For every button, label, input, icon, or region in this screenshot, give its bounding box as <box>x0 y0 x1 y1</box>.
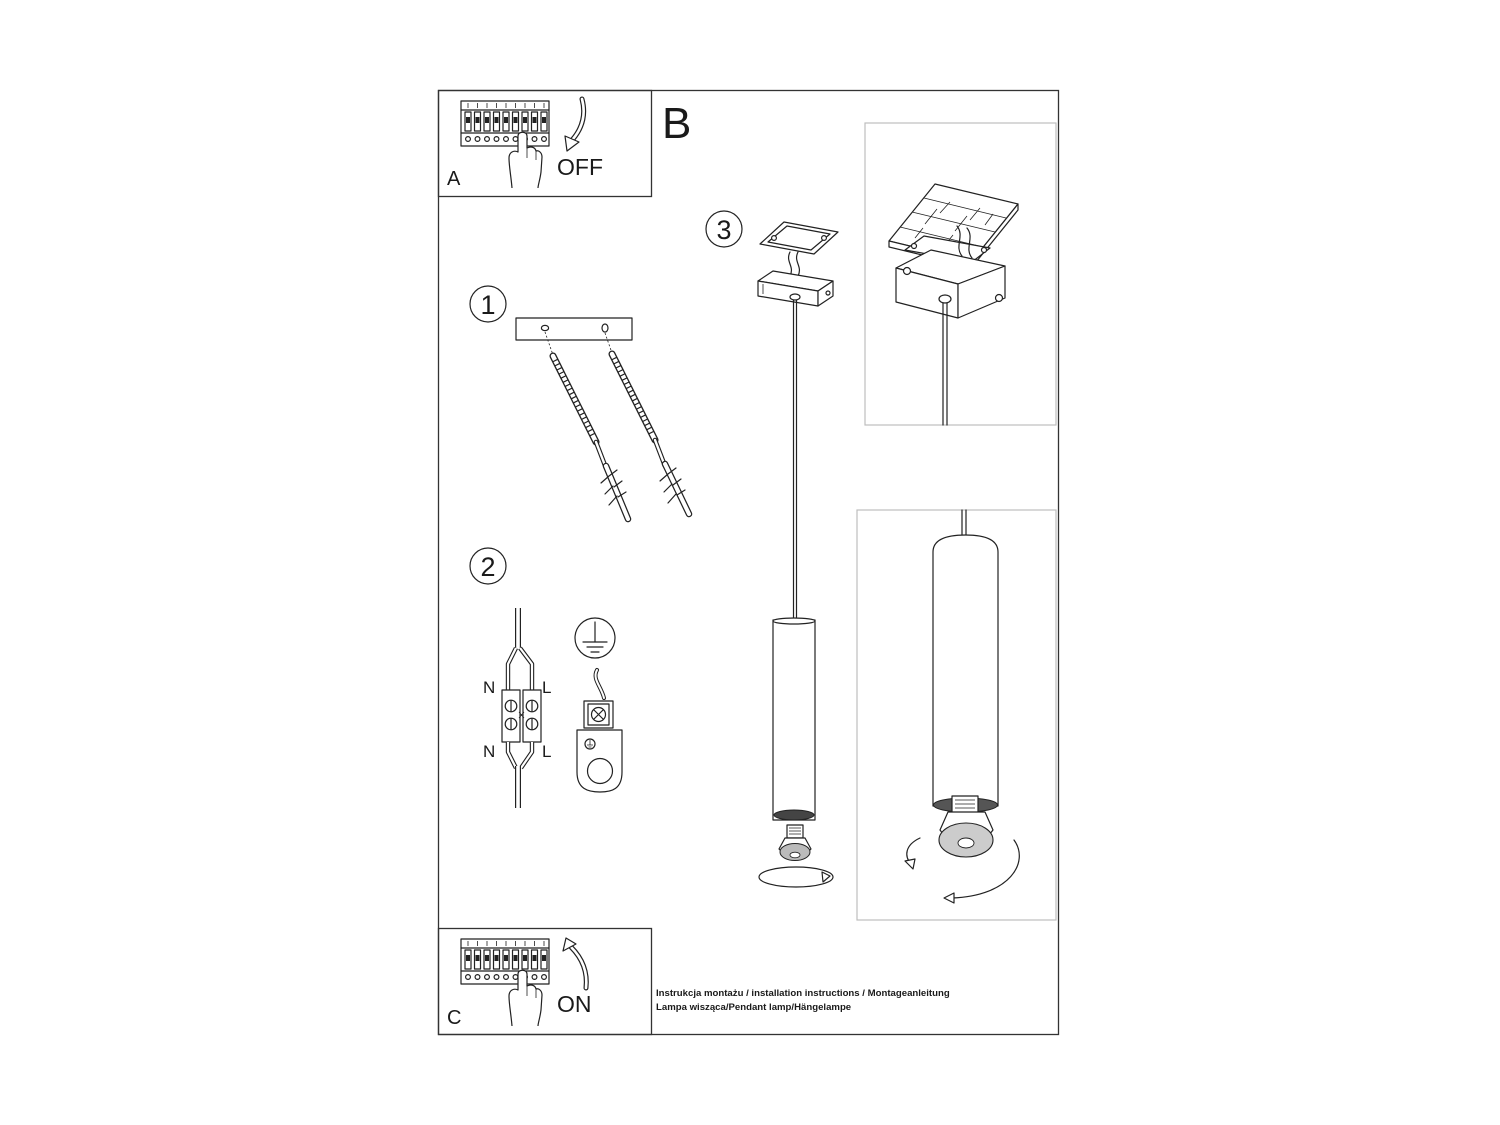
detail-bulb <box>856 509 1057 921</box>
step-1-mounting-plate <box>515 317 633 356</box>
screw-with-anchor-1 <box>549 352 632 523</box>
panel-a-label: A <box>447 168 461 190</box>
ground-symbol-icon <box>574 617 616 659</box>
wiring-diagram: N L N L <box>483 608 551 808</box>
panel-c-label: C <box>447 1007 461 1029</box>
detail-cable <box>942 302 948 426</box>
circuit-breaker-icon <box>460 938 550 1027</box>
panel-a: OFF A <box>437 89 653 198</box>
detail-cable-2 <box>961 509 967 538</box>
detail-bulb-frame <box>856 509 1057 921</box>
label-live-top: L <box>542 678 551 697</box>
gu10-bulb <box>778 824 812 861</box>
label-neutral-bottom: N <box>483 742 495 761</box>
panel-c: ON C <box>437 927 653 1036</box>
caption-instructions: Instrukcja montażu / installation instru… <box>656 988 950 999</box>
detail-canopy <box>864 122 1057 426</box>
caption-product: Lampa wisząca/Pendant lamp/Hängelampe <box>656 1002 851 1013</box>
step-3-marker: 3 <box>705 210 743 248</box>
label-neutral-top: N <box>483 678 495 697</box>
rotate-arrow-icon <box>758 866 834 888</box>
ground-clamp <box>583 700 614 729</box>
panel-a-action: OFF <box>557 154 603 180</box>
canopy-box <box>895 249 1006 319</box>
terminal-block <box>501 689 542 743</box>
step-3-number: 3 <box>716 215 731 245</box>
detail-rotate-arrow-icon <box>904 837 1020 904</box>
ground-connection <box>574 617 623 793</box>
mounting-bracket <box>759 221 839 277</box>
ceiling-canopy <box>757 270 834 307</box>
panel-c-border <box>437 927 653 1036</box>
detail-gu10-bulb <box>938 795 994 858</box>
supply-cable <box>505 608 535 690</box>
panel-c-action: ON <box>557 991 592 1017</box>
pendant-lamp-assembled <box>757 221 839 888</box>
ring-terminal <box>576 729 623 793</box>
detail-canopy-frame <box>864 122 1057 426</box>
lamp-cylinder <box>772 617 816 821</box>
suspension-cable <box>792 299 798 621</box>
section-letter: B <box>662 99 691 148</box>
circuit-breaker-icon <box>460 100 550 189</box>
screw-with-anchor-2 <box>608 350 693 518</box>
outer-frame <box>437 89 1060 1036</box>
step-2-marker: 2 <box>469 547 507 585</box>
detail-cylinder <box>932 534 999 813</box>
arrow-down-icon <box>564 96 587 152</box>
step-1-number: 1 <box>480 290 495 320</box>
label-live-bottom: L <box>542 742 551 761</box>
step-2-number: 2 <box>480 552 495 582</box>
step-1-marker: 1 <box>469 285 507 323</box>
lamp-cable <box>505 742 535 808</box>
arrow-up-icon <box>562 937 589 991</box>
panel-a-border <box>437 89 653 198</box>
